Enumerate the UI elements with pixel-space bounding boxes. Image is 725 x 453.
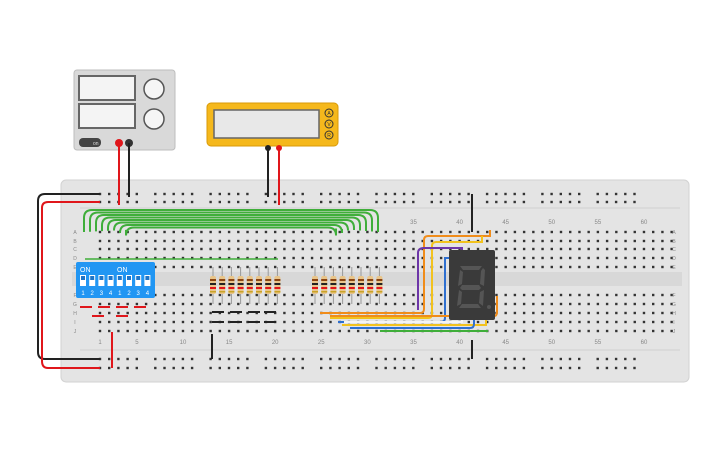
row-letter: B: [73, 239, 77, 245]
dip-number: 1: [118, 291, 122, 297]
current-display: [78, 103, 136, 129]
column-number: 35: [410, 220, 417, 226]
dip-toggle[interactable]: [116, 275, 123, 286]
row-letter: G: [73, 302, 77, 308]
power-supply[interactable]: on: [73, 69, 176, 151]
dip-toggle[interactable]: [107, 275, 114, 286]
row-letter: E: [73, 265, 77, 271]
column-number: 10: [180, 340, 187, 346]
row-letter: H: [73, 311, 77, 317]
power-button[interactable]: [79, 138, 101, 147]
dip-toggle[interactable]: [144, 275, 151, 286]
resistor-bank-1[interactable]: [210, 267, 281, 304]
mode-a-label: A: [327, 111, 331, 117]
power-button-label: on: [93, 141, 99, 147]
row-letter: F: [672, 293, 675, 299]
mode-v-label: V: [327, 122, 331, 128]
dip-number: 4: [146, 291, 150, 297]
mode-r[interactable]: [324, 130, 334, 140]
wire-blue-2: [350, 314, 475, 329]
column-number: 40: [456, 340, 463, 346]
dip-number: 4: [109, 291, 113, 297]
column-number: 25: [318, 340, 325, 346]
row-letter: D: [672, 256, 676, 262]
column-number: 5: [135, 340, 139, 346]
row-letter: D: [73, 256, 77, 262]
row-letter: F: [73, 293, 76, 299]
wire-purple-1: [417, 247, 463, 310]
dip-resistor-leads: [80, 306, 146, 317]
mode-a[interactable]: [324, 108, 334, 118]
voltage-display: [78, 75, 136, 101]
row-letter: A: [672, 230, 676, 236]
row-letter: C: [73, 247, 77, 253]
resistor-bank-1-leads: [212, 311, 276, 323]
column-number: 45: [502, 340, 509, 346]
dip-number: 1: [81, 291, 85, 297]
column-number: 40: [456, 220, 463, 226]
wire-green-arc: [125, 226, 337, 236]
digit-value: 8: [0, 0, 1, 1]
row-letter: G: [672, 302, 676, 308]
voltage-knob[interactable]: [143, 78, 165, 100]
resistor-bank-2[interactable]: [312, 267, 383, 304]
row-letter: I: [673, 320, 674, 326]
wire-green-arc: [107, 219, 355, 231]
mode-r-label: R: [327, 133, 331, 139]
column-number: 50: [548, 340, 555, 346]
wire-orange-1: [320, 230, 491, 314]
column-number: 60: [641, 220, 648, 226]
dip-on-label-2: ON: [117, 267, 128, 274]
row-letter: C: [672, 247, 676, 253]
row-letter: A: [73, 230, 77, 236]
row-letter: E: [672, 265, 676, 271]
dip-on-label-1: ON: [80, 267, 91, 274]
row-letter: I: [74, 320, 75, 326]
seven-segment-display[interactable]: 8: [0, 0, 495, 320]
dip-toggle[interactable]: [135, 275, 142, 286]
column-number: 35: [410, 340, 417, 346]
dip-number: 3: [100, 291, 104, 297]
multimeter-display: [213, 109, 320, 139]
dip-toggle[interactable]: [89, 275, 96, 286]
mode-v[interactable]: [324, 119, 334, 129]
column-number: 55: [595, 220, 602, 226]
dip-number: 2: [91, 291, 95, 297]
column-number: 30: [364, 340, 371, 346]
dip-number: 3: [137, 291, 141, 297]
multimeter[interactable]: A V R: [206, 102, 339, 151]
column-number: 20: [272, 340, 279, 346]
wire-yellow-1: [330, 236, 483, 319]
column-number: 45: [502, 220, 509, 226]
wire-green-arc: [95, 214, 367, 232]
column-number: 1: [98, 340, 102, 346]
row-letter: B: [672, 239, 676, 245]
column-number: 60: [641, 340, 648, 346]
row-letter: J: [673, 329, 676, 335]
column-number: 50: [548, 220, 555, 226]
green-wires: [83, 209, 379, 236]
row-letter: J: [74, 329, 77, 335]
dip-toggle[interactable]: [126, 275, 132, 286]
column-number: 15: [226, 340, 233, 346]
current-knob[interactable]: [143, 108, 165, 130]
digit-segments: [457, 266, 491, 309]
wire-green-arc: [83, 209, 379, 232]
row-letter: H: [672, 311, 676, 317]
wire-green-arc: [113, 221, 349, 231]
dip-number: 2: [127, 291, 131, 297]
wire-green-arc: [119, 224, 343, 234]
wire-yellow-2: [342, 318, 487, 326]
wire-green-arc: [101, 216, 361, 232]
dip-toggle[interactable]: [98, 275, 105, 286]
wire-red-rail-left: [41, 201, 100, 369]
power-wires: [37, 143, 473, 369]
dip-toggle[interactable]: [80, 275, 86, 286]
column-number: 55: [595, 340, 602, 346]
wire-green-arc: [89, 211, 373, 232]
